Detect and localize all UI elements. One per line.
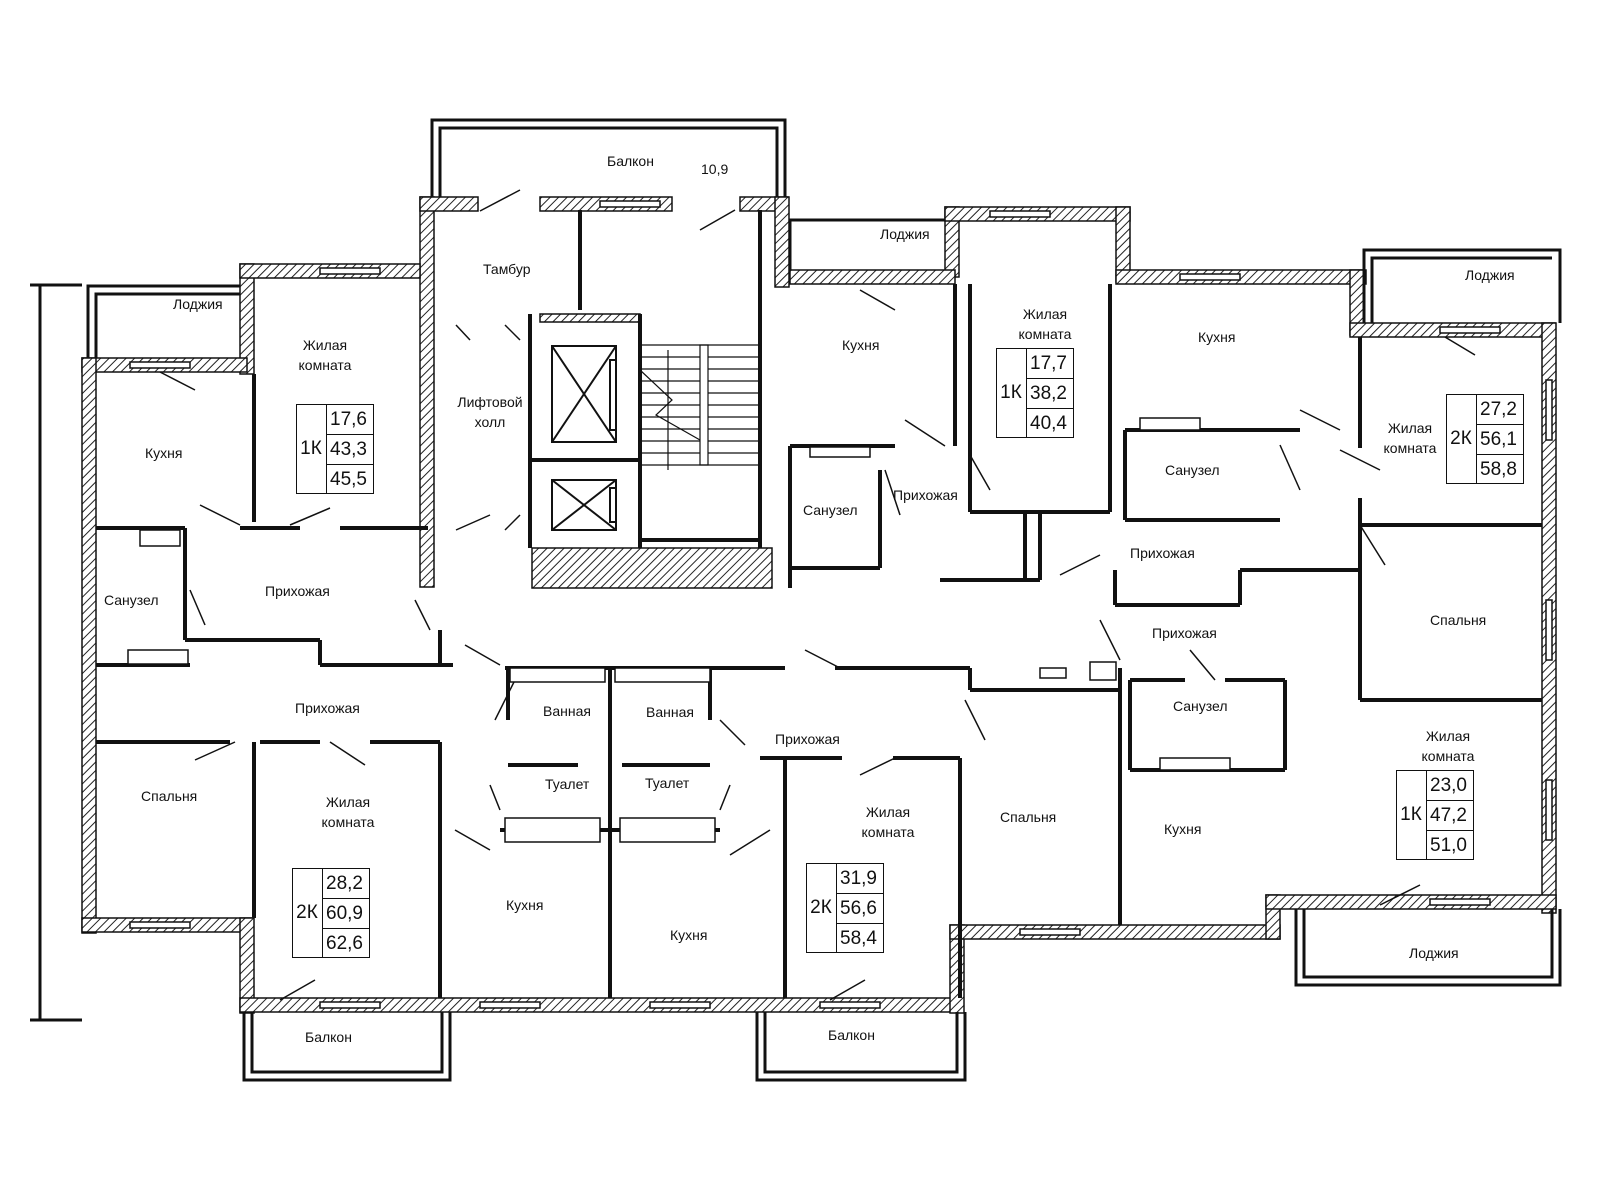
apartment-type: 2К — [1450, 428, 1472, 449]
full-area: 58,8 — [1480, 459, 1517, 480]
area-cells: 27,2 56,1 58,8 — [1476, 394, 1524, 484]
room-label-living-2: Жилая комната — [1018, 306, 1072, 342]
total-area: 43,3 — [327, 435, 373, 465]
full-area: 45,5 — [330, 469, 367, 490]
apartment-type: 1К — [1000, 382, 1022, 403]
living-area: 17,7 — [1027, 349, 1073, 379]
living-area: 28,2 — [323, 869, 369, 899]
full-area: 40,4 — [1030, 413, 1067, 434]
room-label-bathroom-2: Ванная — [646, 704, 694, 720]
room-label-hall-1: Прихожая — [265, 583, 330, 599]
room-label-hall-6: Прихожая — [775, 731, 840, 747]
room-area-balcony-top: 10,9 — [701, 161, 729, 177]
room-label-bedroom-1: Спальня — [141, 788, 198, 804]
staircase — [639, 344, 760, 470]
room-label-kitchen-4: Кухня — [506, 897, 544, 913]
room-label-living-4: Жилая комната — [321, 794, 375, 830]
total-area: 56,6 — [837, 894, 883, 924]
sanitary-fixtures — [127, 417, 1231, 843]
apartment-area-box: 2К 27,2 56,1 58,8 — [1446, 394, 1524, 484]
apartment-area-box: 1К 17,7 38,2 40,4 — [996, 348, 1074, 438]
full-area: 51,0 — [1430, 835, 1467, 856]
room-label-loggia-3: Лоджия — [1465, 267, 1515, 283]
room-label-bedroom-3: Спальня — [1430, 612, 1487, 628]
room-label-tambour: Тамбур — [483, 261, 531, 277]
room-label-living-6: Жилая комната — [1421, 728, 1475, 764]
area-cells: 17,6 43,3 45,5 — [326, 404, 374, 494]
room-label-balcony-b1: Балкон — [305, 1029, 352, 1045]
area-cells: 31,9 56,6 58,4 — [836, 863, 884, 953]
room-label-kitchen-6: Кухня — [1164, 821, 1202, 837]
room-label-living-5: Жилая комната — [861, 804, 915, 840]
living-area: 31,9 — [837, 864, 883, 894]
room-label-toilet-1: Туалет — [545, 776, 590, 792]
room-label-toilet-2: Туалет — [645, 775, 690, 791]
living-area: 23,0 — [1427, 771, 1473, 801]
room-label-hall-4: Прихожая — [1130, 545, 1195, 561]
room-label-bath-1: Санузел — [104, 592, 159, 608]
room-label-hall-2: Прихожая — [295, 700, 360, 716]
room-label-living-3: Жилая комната — [1383, 420, 1437, 456]
room-label-bedroom-2: Спальня — [1000, 809, 1057, 825]
apartment-type: 2К — [810, 897, 832, 918]
full-area: 62,6 — [326, 933, 363, 954]
total-area: 60,9 — [323, 899, 369, 929]
room-label-hall-5: Прихожая — [1152, 625, 1217, 641]
area-cells: 17,7 38,2 40,4 — [1026, 348, 1074, 438]
doors — [159, 189, 1476, 1001]
room-label-hall-3: Прихожая — [893, 487, 958, 503]
room-label-loggia-4: Лоджия — [1409, 945, 1459, 961]
lift-shafts — [551, 345, 617, 531]
room-label-kitchen-1: Кухня — [145, 445, 183, 461]
apartment-type: 2К — [296, 902, 318, 923]
room-label-lift-hall: Лифтовой холл — [457, 394, 523, 430]
windows — [129, 200, 1553, 1009]
living-area: 27,2 — [1477, 395, 1523, 425]
apartment-area-box: 1К 17,6 43,3 45,5 — [296, 404, 374, 494]
room-label-kitchen-2: Кухня — [842, 337, 880, 353]
full-area: 58,4 — [840, 928, 877, 949]
apartment-area-box: 2К 28,2 60,9 62,6 — [292, 868, 370, 958]
apartment-type: 1К — [1400, 804, 1422, 825]
room-label-loggia-1: Лоджия — [173, 296, 223, 312]
apartment-area-box: 2К 31,9 56,6 58,4 — [806, 863, 884, 953]
room-label-loggia-2: Лоджия — [880, 226, 930, 242]
room-label-bath-3: Санузел — [1165, 462, 1220, 478]
room-label-kitchen-3: Кухня — [1198, 329, 1236, 345]
room-label-balcony-b2: Балкон — [828, 1027, 875, 1043]
room-label-bath-4: Санузел — [1173, 698, 1228, 714]
area-cells: 28,2 60,9 62,6 — [322, 868, 370, 958]
room-label-bathroom-1: Ванная — [543, 703, 591, 719]
apartment-area-box: 1К 23,0 47,2 51,0 — [1396, 770, 1474, 860]
interior-walls — [96, 210, 1542, 998]
balconies — [30, 118, 1562, 1082]
area-cells: 23,0 47,2 51,0 — [1426, 770, 1474, 860]
room-label-kitchen-5: Кухня — [670, 927, 708, 943]
room-label-balcony-top: Балкон — [607, 153, 654, 169]
apartment-type: 1К — [300, 438, 322, 459]
room-label-bath-2: Санузел — [803, 502, 858, 518]
total-area: 38,2 — [1027, 379, 1073, 409]
total-area: 56,1 — [1477, 425, 1523, 455]
room-label-living-1: Жилая комната — [298, 337, 352, 373]
total-area: 47,2 — [1427, 801, 1473, 831]
living-area: 17,6 — [327, 405, 373, 435]
